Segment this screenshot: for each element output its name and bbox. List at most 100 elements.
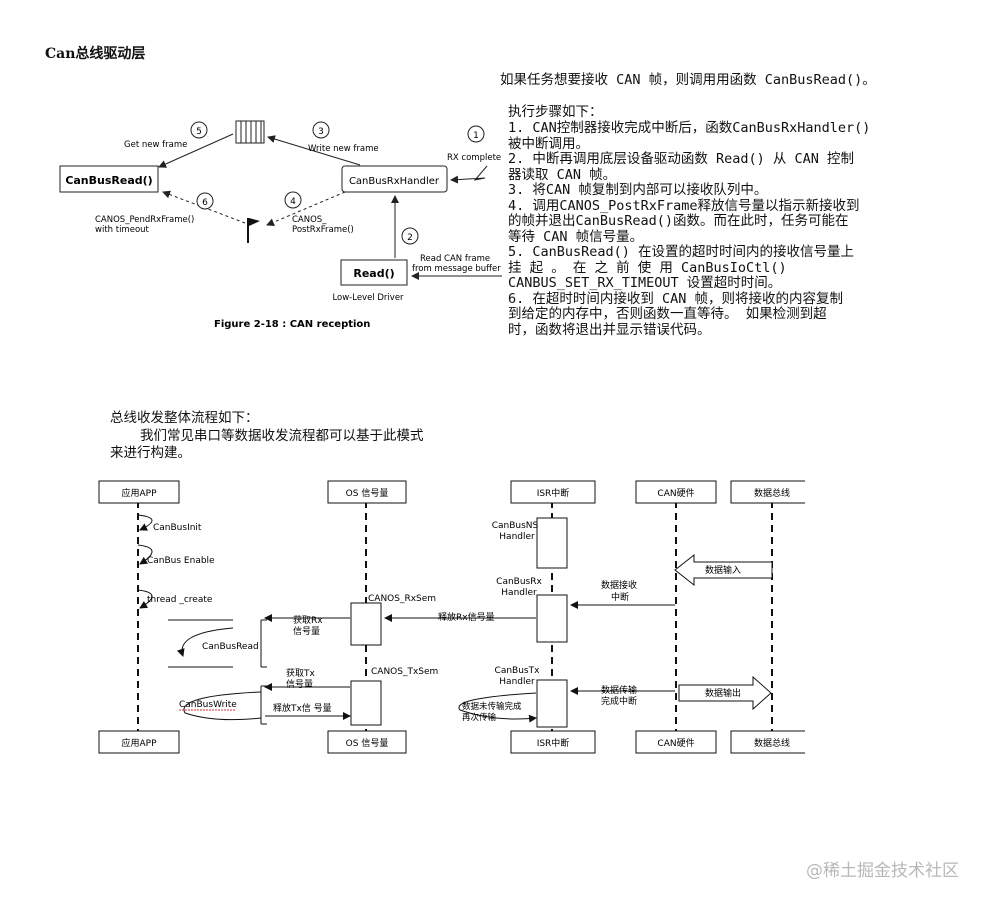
rx-handler-label-1: CanBusRx (496, 577, 542, 587)
ns-handler-label-1: CanBusNS (492, 521, 539, 531)
svg-text:6: 6 (202, 198, 208, 208)
step-number-3: 3 (312, 121, 330, 139)
canbusread-label: CanBusRead() (65, 174, 152, 187)
svg-text:5: 5 (196, 127, 202, 137)
pend-label-2: with timeout (95, 225, 150, 235)
tx-done-label-2: 再次传输 (462, 712, 497, 723)
lane-bus-top: 数据总线 (754, 487, 790, 499)
svg-text:3: 3 (318, 127, 324, 137)
canbusread-label: CanBusRead (202, 642, 259, 652)
step-line: 被中断调用。 (508, 135, 589, 152)
canbusread-loop (176, 627, 234, 657)
step-number-6: 6 (196, 192, 214, 210)
step-number-5: 5 (190, 121, 208, 139)
release-rx-label: 释放Rx信号量 (438, 611, 495, 623)
read-label: Read() (353, 267, 394, 280)
data-rx-int-label-1: 数据接收 (601, 579, 637, 591)
step-line: 挂 起 。 在 之 前 使 用 CanBusIoCtl() (508, 259, 787, 276)
canos-txsem-label: CANOS_TxSem (371, 667, 438, 677)
os-top-box (327, 480, 407, 504)
bus-top-box (730, 480, 805, 504)
overall-line-3: 来进行构建。 (110, 445, 191, 461)
lane-isr-top: ISR中断 (537, 487, 570, 499)
queue-icon (235, 120, 265, 144)
canbuswrite-loop (183, 691, 262, 721)
step-line: 3. 将CAN 帧复制到内部可以接收队列中。 (508, 182, 768, 198)
isr-bottom-box (510, 730, 596, 754)
post-label-1: CANOS_ (292, 215, 327, 225)
sequence-diagram: 应用APP OS 信号量 ISR中断 CAN硬件 数据总线 应用APP OS 信… (98, 480, 805, 754)
ns-handler-label-2: Handler (499, 532, 535, 542)
data-tx-int-label-1: 数据传输 (601, 684, 637, 696)
handler-label: CanBusRxHandler (349, 176, 440, 187)
intro-text: 如果任务想要接收 CAN 帧，则调用用函数 CanBusRead()。 (500, 72, 876, 88)
overall-line-1: 总线收发整体流程如下： (110, 410, 259, 426)
step-number-1: 1 (467, 125, 485, 143)
lane-bus-bottom: 数据总线 (754, 737, 790, 749)
app-bottom-box (98, 730, 180, 754)
tx-handler-label-2: Handler (499, 677, 535, 687)
data-rx-int-label-2: 中断 (611, 591, 629, 603)
read-can-frame-label-1: Read CAN frame (420, 254, 490, 264)
get-rx-label-1: 获取Rx (293, 615, 323, 626)
isr-top-box (510, 480, 596, 504)
step-line: 器读取 CAN 帧。 (508, 166, 617, 183)
os-bottom-box (327, 730, 407, 754)
read-box (340, 259, 408, 286)
handler-box (341, 165, 448, 193)
get-tx-label-1: 获取Tx (286, 668, 315, 679)
step-line: 5. CanBusRead() 在设置的超时时间内的接收信号量上 (508, 244, 855, 260)
txsem-activation (350, 680, 382, 726)
step-line: 1. CAN控制器接收完成中断后，函数CanBusRxHandler() (508, 120, 871, 136)
lane-can-top: CAN硬件 (657, 487, 694, 499)
canbuswrite-label: CanBusWrite (179, 700, 237, 710)
svg-text:4: 4 (290, 197, 296, 207)
rx-handler-label-2: Handler (501, 588, 537, 598)
rxsem-activation (350, 602, 382, 646)
canbus-enable-arrow (137, 544, 153, 565)
flag-icon (247, 218, 260, 243)
step-line: 到给定的内存中，否则函数一直等待。 如果检测到超 (508, 306, 827, 322)
data-out-label: 数据输出 (705, 687, 741, 699)
lane-os-top: OS 信号量 (346, 487, 389, 499)
step-line: 4. 调用CANOS_PostRxFrame释放信号量以指示新接收到 (508, 197, 860, 214)
steps-title: 执行步骤如下： (508, 104, 603, 120)
get-rx-label-2: 信号量 (293, 625, 320, 637)
figure-caption: Figure 2-18 : CAN reception (214, 319, 370, 330)
can-top-box (635, 480, 717, 504)
steps-list: 1. CAN控制器接收完成中断后，函数CanBusRxHandler() 被中断… (508, 120, 871, 338)
write-bracket (260, 685, 267, 725)
release-tx-label: 释放Tx信 号量 (273, 702, 332, 714)
pend-label-1: CANOS_PendRxFrame() (95, 215, 194, 225)
canbusinit-arrow (137, 514, 153, 531)
data-in-label: 数据输入 (705, 564, 741, 576)
data-in-arrow (674, 553, 773, 587)
step-number-4: 4 (284, 191, 302, 209)
step-number-2: 2 (401, 227, 419, 245)
watermark: @稀土掘金技术社区 (806, 861, 959, 881)
canos-rxsem-label: CANOS_RxSem (368, 594, 436, 604)
step-line: 2. 中断再调用底层设备驱动函数 Read() 从 CAN 控制 (508, 151, 855, 167)
low-level-driver-label: Low-Level Driver (332, 293, 404, 303)
rx-handler-activation (536, 594, 568, 643)
thread-create-arrow (137, 589, 153, 609)
tx-done-label-1: 数据未传输完成 (462, 701, 522, 712)
step-line: 等待 CAN 帧信号量。 (508, 228, 644, 245)
step-line: 时，函数将退出并显示错误代码。 (508, 321, 711, 338)
ns-handler-activation (536, 517, 568, 569)
step-line: CANBUS_SET_RX_TIMEOUT 设置超时时间。 (508, 275, 782, 291)
read-can-frame-label-2: from message buffer (412, 264, 501, 274)
lane-app-bottom: 应用APP (121, 737, 157, 749)
tx-retry-loop (458, 692, 537, 723)
data-out-arrow (678, 675, 772, 711)
canbusinit-label: CanBusInit (153, 523, 202, 533)
canbus-enable-label: CanBus Enable (147, 556, 215, 566)
rx-complete-label: RX complete (447, 153, 501, 163)
tx-handler-label-1: CanBusTx (495, 666, 541, 676)
tx-handler-activation (536, 679, 568, 728)
can-bottom-box (635, 730, 717, 754)
overall-flow-text: 总线收发整体流程如下： 我们常见串口等数据收发流程都可以基于此模式 来进行构建。 (110, 410, 424, 463)
svg-text:2: 2 (407, 233, 413, 243)
get-new-frame-label: Get new frame (124, 140, 187, 150)
data-tx-int-label-2: 完成中断 (601, 695, 637, 707)
